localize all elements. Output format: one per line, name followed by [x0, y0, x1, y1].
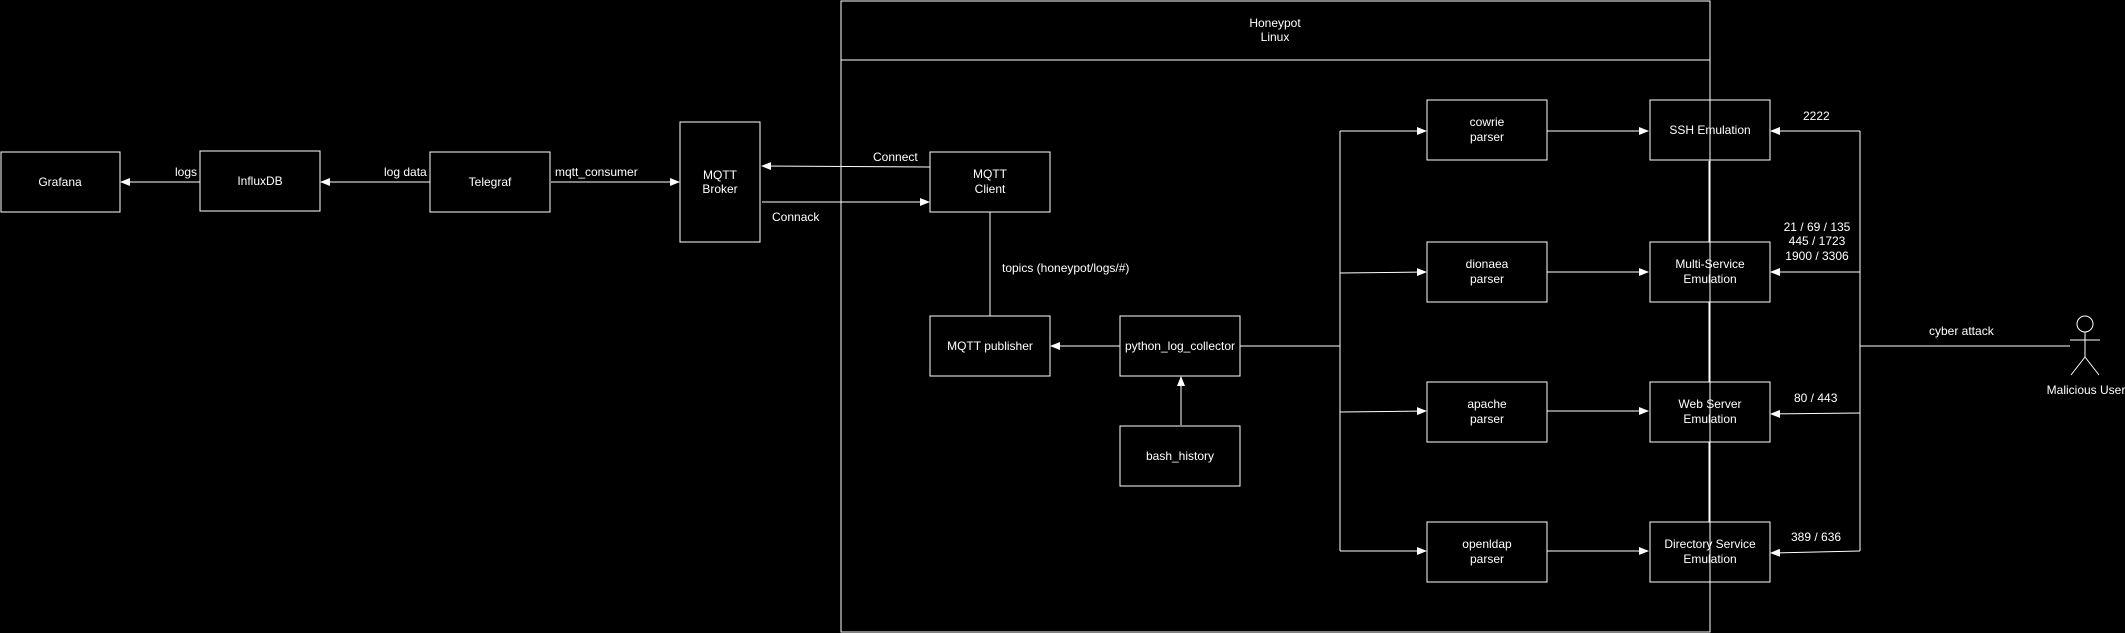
edge-labels: logs log data mqtt_consumer Connect Conn…: [175, 109, 1995, 544]
openldap-parser-label-2: parser: [1470, 552, 1504, 566]
label-ports-multi-1: 21 / 69 / 135: [1784, 220, 1851, 234]
apache-parser-label-2: parser: [1470, 412, 1504, 426]
influxdb-node: InfluxDB: [199, 150, 321, 212]
web-server-emulation-label-1: Web Server: [1678, 397, 1741, 411]
bash-history-node: bash_history: [1119, 425, 1241, 487]
label-topics: topics (honeypot/logs/#): [1002, 261, 1129, 275]
malicious-user-actor: Malicious User: [2047, 315, 2125, 397]
multi-service-emulation-label-2: Emulation: [1683, 272, 1736, 286]
grafana-node: Grafana: [0, 151, 121, 213]
apache-parser-label-1: apache: [1467, 397, 1507, 411]
edge-connect: [761, 162, 931, 171]
multi-service-emulation-node: Multi-Service Emulation: [1649, 241, 1771, 303]
openldap-parser-node: openldap parser: [1426, 521, 1548, 583]
label-logs: logs: [175, 165, 197, 179]
label-ports-dir: 389 / 636: [1791, 530, 1841, 544]
web-server-emulation-node: Web Server Emulation: [1649, 381, 1771, 443]
python-log-collector-label: python_log_collector: [1125, 339, 1235, 353]
python-log-collector-node: python_log_collector: [1119, 315, 1241, 377]
label-connect: Connect: [873, 150, 918, 164]
grafana-label: Grafana: [38, 175, 82, 189]
bash-history-label: bash_history: [1146, 449, 1214, 463]
honeypot-subtitle: Linux: [1261, 30, 1290, 44]
ssh-emulation-node: SSH Emulation: [1649, 99, 1771, 161]
mqtt-publisher-label: MQTT publisher: [947, 339, 1033, 353]
label-ports-web: 80 / 443: [1794, 391, 1838, 405]
mqtt-client-node: MQTT Client: [929, 151, 1051, 213]
cowrie-parser-label-2: parser: [1470, 130, 1504, 144]
openldap-parser-label-1: openldap: [1462, 537, 1512, 551]
edge-attack-web: [1770, 409, 1861, 418]
telegraf-label: Telegraf: [469, 175, 512, 189]
telegraf-node: Telegraf: [429, 151, 551, 213]
user-icon: [2070, 315, 2100, 376]
label-mqtt-consumer: mqtt_consumer: [555, 165, 638, 179]
apache-parser-node: apache parser: [1426, 381, 1548, 443]
label-cyber-attack: cyber attack: [1929, 324, 1995, 338]
honeypot-container: Honeypot Linux: [840, 0, 1711, 633]
malicious-user-label: Malicious User: [2047, 383, 2125, 397]
mqtt-client-label-1: MQTT: [973, 167, 1008, 181]
mqtt-broker-label-1: MQTT: [703, 168, 738, 182]
dionaea-parser-label-2: parser: [1470, 272, 1504, 286]
multi-service-emulation-label-1: Multi-Service: [1675, 257, 1745, 271]
mqtt-broker-node: MQTT Broker: [679, 121, 761, 243]
edge-to-apache: [1339, 407, 1427, 416]
mqtt-broker-label-2: Broker: [702, 182, 737, 196]
dionaea-parser-node: dionaea parser: [1426, 241, 1548, 303]
mqtt-publisher-node: MQTT publisher: [929, 315, 1051, 377]
label-ports-multi-3: 1900 / 3306: [1785, 249, 1849, 263]
directory-service-emulation-label-1: Directory Service: [1664, 537, 1756, 551]
label-connack: Connack: [772, 210, 820, 224]
label-log-data: log data: [384, 165, 427, 179]
cowrie-parser-node: cowrie parser: [1426, 99, 1548, 161]
cowrie-parser-label-1: cowrie: [1470, 115, 1505, 129]
influxdb-label: InfluxDB: [237, 174, 282, 188]
mqtt-client-label-2: Client: [975, 182, 1006, 196]
edge-to-dionaea: [1339, 268, 1427, 277]
web-server-emulation-label-2: Emulation: [1683, 412, 1736, 426]
honeypot-title: Honeypot: [1249, 16, 1301, 30]
ssh-emulation-label: SSH Emulation: [1669, 123, 1750, 137]
edges: [120, 127, 2070, 557]
label-ports-ssh: 2222: [1803, 109, 1830, 123]
directory-service-emulation-label-2: Emulation: [1683, 552, 1736, 566]
edge-attack-dir: [1770, 548, 1861, 557]
directory-service-emulation-node: Directory Service Emulation: [1649, 521, 1771, 583]
label-ports-multi-2: 445 / 1723: [1789, 234, 1846, 248]
dionaea-parser-label-1: dionaea: [1466, 257, 1509, 271]
